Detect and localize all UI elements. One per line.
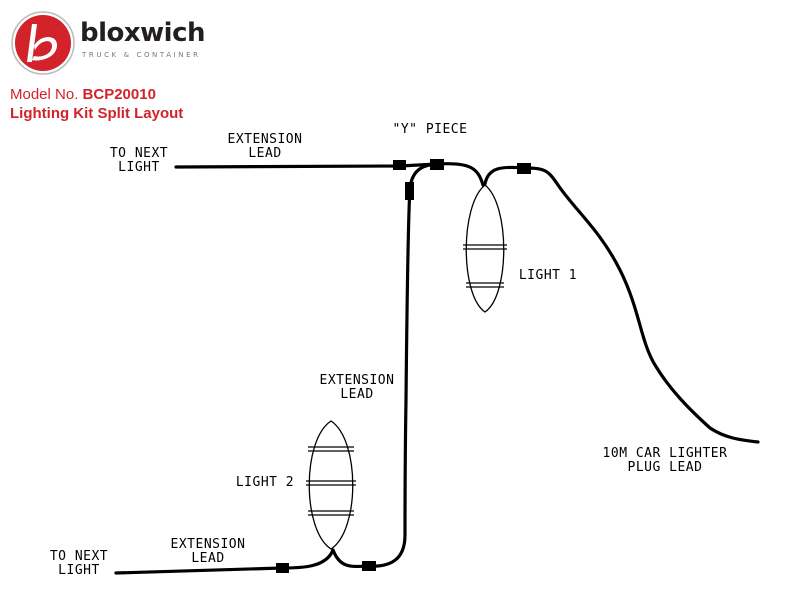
model-number: BCP20010 <box>82 86 156 103</box>
label-light-1: LIGHT 1 <box>508 269 588 283</box>
label-light-2: LIGHT 2 <box>226 476 304 490</box>
label-text: LEAD <box>340 387 374 402</box>
label-top-extension-lead: EXTENSION LEAD <box>210 133 320 161</box>
label-text: PLUG LEAD <box>627 460 703 475</box>
label-text: LIGHT <box>118 160 160 175</box>
label-bottom-to-next-light: TO NEXT LIGHT <box>38 550 120 578</box>
label-text: LEAD <box>248 146 282 161</box>
model-prefix: Model No. <box>10 86 79 103</box>
y-piece-to-light1-wire <box>435 162 485 187</box>
bottom-lead-connector <box>276 563 289 573</box>
light2-connection-wire <box>280 548 372 570</box>
label-car-lighter-lead: 10M CAR LIGHTER PLUG LEAD <box>585 447 745 475</box>
model-number-line: Model No. BCP20010 <box>10 85 156 104</box>
label-text: LIGHT 1 <box>518 268 578 283</box>
light-2-lamp <box>306 420 356 550</box>
top-lead-connector <box>393 160 406 170</box>
label-y-piece: "Y" PIECE <box>375 123 485 137</box>
label-text: LEAD <box>191 551 225 566</box>
label-text: EXTENSION <box>319 373 395 388</box>
label-text: TO NEXT <box>109 146 169 161</box>
bottom-extension-lead-wire <box>114 566 284 575</box>
brand-logo: bloxwich TRUCK & CONTAINER <box>10 10 220 76</box>
label-vertical-extension-lead: EXTENSION LEAD <box>302 374 412 402</box>
label-text: LIGHT 2 <box>235 475 295 490</box>
label-text: EXTENSION <box>170 537 246 552</box>
light-1-lamp <box>463 184 507 313</box>
label-text: "Y" PIECE <box>392 122 468 137</box>
brand-subtitle: TRUCK & CONTAINER <box>82 51 201 59</box>
logo-mark-icon <box>11 11 75 75</box>
label-top-to-next-light: TO NEXT LIGHT <box>98 147 180 175</box>
vertical-lead-connector <box>405 182 414 200</box>
label-bottom-extension-lead: EXTENSION LEAD <box>153 538 263 566</box>
label-text: LIGHT <box>58 563 100 578</box>
light2-right-connector <box>362 561 376 571</box>
car-lighter-lead-wire <box>483 165 760 444</box>
brand-name: bloxwich <box>80 18 206 48</box>
vertical-extension-lead-wire <box>368 162 439 568</box>
label-text: TO NEXT <box>49 549 109 564</box>
label-text: EXTENSION <box>227 132 303 147</box>
label-text: 10M CAR LIGHTER <box>602 446 728 461</box>
car-lighter-connector <box>517 163 531 174</box>
page-title: Lighting Kit Split Layout <box>10 105 184 122</box>
y-piece-connector <box>430 159 444 170</box>
